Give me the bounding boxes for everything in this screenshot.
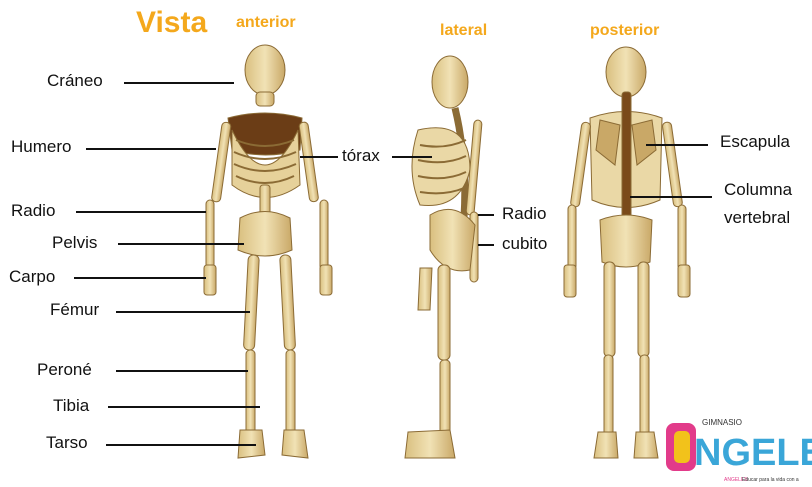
- leader-radio-front: [76, 211, 206, 213]
- label-humero: Humero: [11, 137, 71, 157]
- view-posterior-label: posterior: [590, 22, 659, 40]
- logo-tagline: Educar para la vida con a: [742, 477, 799, 483]
- label-perone: Peroné: [37, 360, 92, 380]
- view-anterior-label: anterior: [236, 14, 296, 32]
- label-torax: tórax: [342, 146, 380, 166]
- label-femur: Fémur: [50, 300, 99, 320]
- leader-perone: [116, 370, 248, 372]
- leader-escapula: [646, 144, 708, 146]
- skeleton-lateral: [405, 56, 482, 458]
- leader-columna: [630, 196, 712, 198]
- logo-top-text: GIMNASIO: [702, 418, 742, 427]
- label-cubito: cubito: [502, 234, 547, 254]
- label-radio-front: Radio: [11, 201, 55, 221]
- leader-radio-side: [478, 214, 494, 216]
- gimnasio-angeles-logo: NGELE GIMNASIO ANGELES Educar para la vi…: [664, 405, 812, 487]
- title-vista: Vista: [136, 6, 207, 40]
- leader-carpo: [74, 277, 206, 279]
- leader-humero: [86, 148, 216, 150]
- logo-graphic: NGELE GIMNASIO ANGELES Educar para la vi…: [664, 405, 812, 487]
- logo-brand-text: NGELE: [694, 432, 812, 474]
- leader-torax-left: [300, 156, 338, 158]
- leader-tibia: [108, 406, 260, 408]
- leader-femur: [116, 311, 250, 313]
- leader-craneo: [124, 82, 234, 84]
- label-carpo: Carpo: [9, 267, 55, 287]
- label-craneo: Cráneo: [47, 71, 103, 91]
- skeleton-anterior: [204, 45, 332, 458]
- label-radio-side: Radio: [502, 204, 546, 224]
- leader-cubito: [478, 244, 494, 246]
- label-tarso: Tarso: [46, 433, 88, 453]
- label-tibia: Tibia: [53, 396, 89, 416]
- leader-pelvis: [118, 243, 244, 245]
- label-columna-line1: Columna: [724, 180, 792, 200]
- label-escapula: Escapula: [720, 132, 790, 152]
- view-lateral-label: lateral: [440, 22, 487, 40]
- leader-tarso: [106, 444, 256, 446]
- skeleton-posterior: [564, 47, 690, 458]
- label-columna-line2: vertebral: [724, 208, 790, 228]
- label-pelvis: Pelvis: [52, 233, 97, 253]
- leader-torax-right: [392, 156, 432, 158]
